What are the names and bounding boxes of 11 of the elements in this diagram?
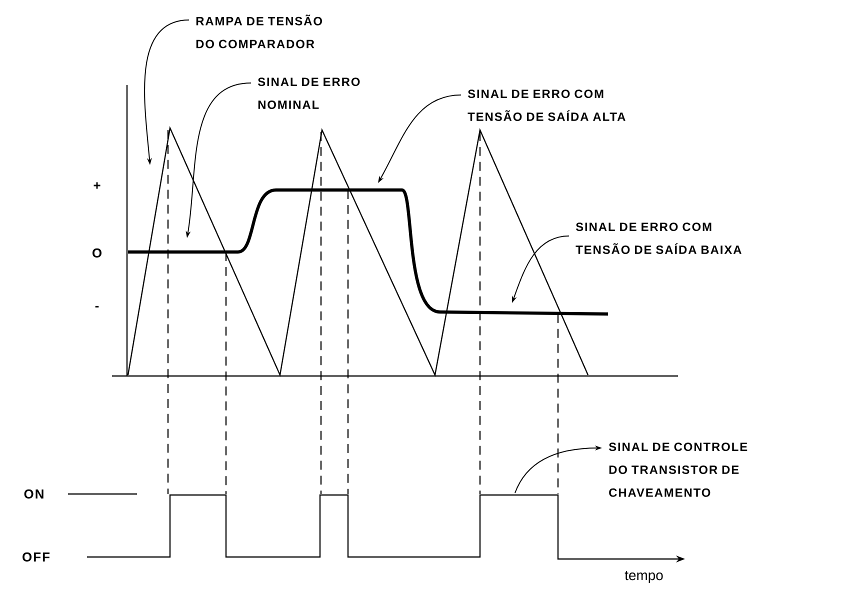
axis-label: - bbox=[95, 306, 99, 308]
axis-label: O bbox=[92, 248, 102, 258]
axis-label: tempo bbox=[624, 571, 663, 583]
callout-text: RAMPA DE TENSÃO DO COMPARADOR bbox=[196, 14, 322, 48]
callout-text: SINAL DE ERRO NOMINAL bbox=[258, 78, 360, 109]
callout-text: SINAL DE ERRO COM TENSÃO DE SAÍDA ALTA bbox=[468, 90, 626, 121]
level-label: ON bbox=[24, 489, 44, 499]
axis-label: + bbox=[94, 182, 100, 189]
callout-text: SINAL DE CONTROLE DO TRANSISTOR DE CHAVEAMENTO bbox=[608, 442, 748, 497]
callout-text: SINAL DE ERRO COM TENSÃO DE SAÍDA BAIXA bbox=[576, 222, 742, 254]
level-label: OFF bbox=[22, 552, 50, 562]
